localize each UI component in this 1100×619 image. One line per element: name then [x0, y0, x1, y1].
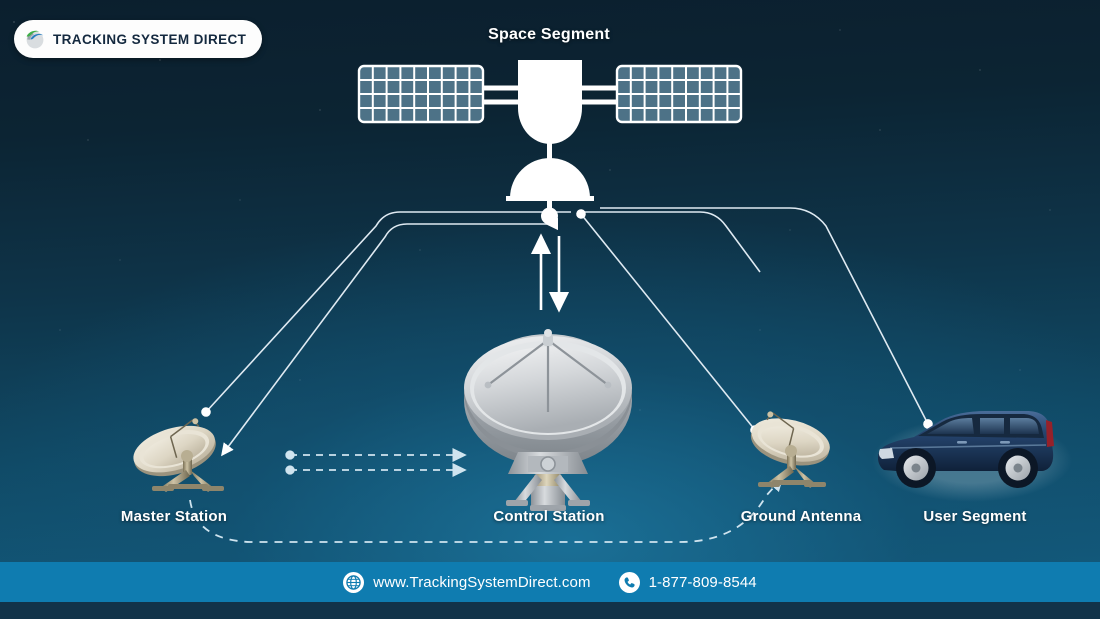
- link-satellite-to-master-inner: [221, 217, 559, 457]
- user-segment-label: User Segment: [923, 508, 1027, 525]
- large-dish-icon: [464, 329, 632, 511]
- brand-logo[interactable]: TRACKING SYSTEM DIRECT: [14, 20, 263, 58]
- footer-website-text: www.TrackingSystemDirect.com: [373, 573, 591, 591]
- footer-website[interactable]: www.TrackingSystemDirect.com: [343, 571, 591, 593]
- ground-antenna-label: Ground Antenna: [740, 508, 862, 525]
- satellite-dome-antenna: [510, 158, 590, 198]
- phone-icon: [618, 571, 640, 593]
- solar-panel-booms: [483, 85, 617, 105]
- link-master-to-ground-antenna-curve-dashed: [189, 476, 784, 543]
- solar-panel-right: [615, 64, 743, 124]
- control-station-label: Control Station: [493, 508, 605, 525]
- dish-antenna-icon-ground: [750, 411, 830, 466]
- link-satellite-to-ground-antenna-tail: [576, 209, 760, 435]
- globe-icon: [343, 571, 365, 593]
- master-station-mount: [152, 450, 224, 492]
- satellite-feed-stem: [547, 200, 552, 212]
- footer-phone-text: 1-877-809-8544: [648, 573, 757, 591]
- master-station-label: Master Station: [120, 508, 228, 525]
- globe-icon: [26, 30, 44, 49]
- satellite-mast: [547, 140, 552, 162]
- satellite-dome-base: [506, 196, 594, 201]
- satellite-feed-node: [541, 207, 558, 225]
- satellite-icon: [357, 60, 743, 225]
- satellite-body: [518, 60, 582, 144]
- space-segment-title: Space Segment: [488, 26, 610, 43]
- brand-logo-text: TRACKING SYSTEM DIRECT: [53, 31, 247, 47]
- footer-phone[interactable]: 1-877-809-8544: [618, 571, 757, 593]
- footer-contact-bar: www.TrackingSystemDirect.com 1-877-809-8…: [0, 562, 1100, 602]
- ground-antenna-mount: [758, 445, 826, 488]
- footer-underbar: [0, 602, 1100, 619]
- link-satellite-to-user-segment: [600, 207, 933, 429]
- car-icon: [872, 411, 1072, 502]
- solar-panel-left: [357, 64, 485, 124]
